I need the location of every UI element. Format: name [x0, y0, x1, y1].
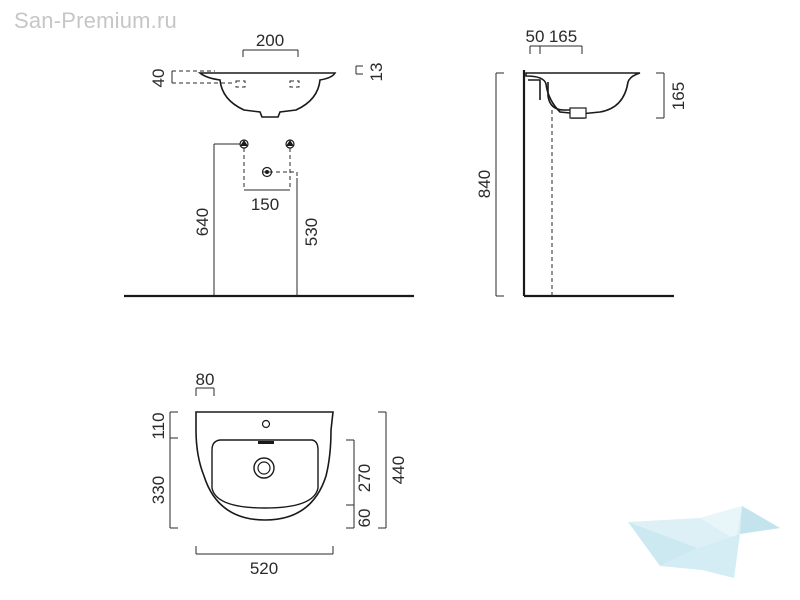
- side-siphon-trap: [569, 107, 587, 119]
- dim-label-270: 270: [355, 464, 374, 492]
- dim-label-80: 80: [196, 370, 215, 389]
- top-basin-bowl: [211, 439, 319, 509]
- top-drain-inner: [257, 461, 271, 475]
- dim-label-165-top: 165: [549, 27, 577, 46]
- dim-label-530: 530: [302, 218, 321, 246]
- watermark-text: San-Premium.ru: [14, 8, 177, 33]
- front-basin-body: [197, 72, 337, 118]
- dim-label-200: 200: [256, 31, 284, 50]
- top-overflow-slot: [258, 441, 274, 444]
- dim-label-150: 150: [251, 195, 279, 214]
- brand-logo: [628, 506, 780, 578]
- dim-label-440: 440: [389, 456, 408, 484]
- tap-connection-left: [239, 139, 249, 149]
- tap-connection-right: [285, 139, 295, 149]
- top-view: 80 110 330 270 60 440 520: [149, 370, 408, 578]
- dim-label-165-right: 165: [669, 82, 688, 110]
- dim-label-60: 60: [355, 509, 374, 528]
- side-view: 50 165 165 840: [475, 27, 688, 298]
- dim-label-13: 13: [367, 63, 386, 82]
- dim-label-330: 330: [149, 476, 168, 504]
- dim-label-50: 50: [526, 27, 545, 46]
- dim-label-110: 110: [149, 412, 168, 439]
- dim-label-40: 40: [149, 69, 168, 88]
- dim-label-640: 640: [193, 208, 212, 236]
- dim-label-520: 520: [250, 559, 278, 578]
- dim-label-840: 840: [475, 170, 494, 198]
- front-view: 200 40 13 150: [124, 31, 414, 298]
- top-tap-hole: [261, 419, 271, 429]
